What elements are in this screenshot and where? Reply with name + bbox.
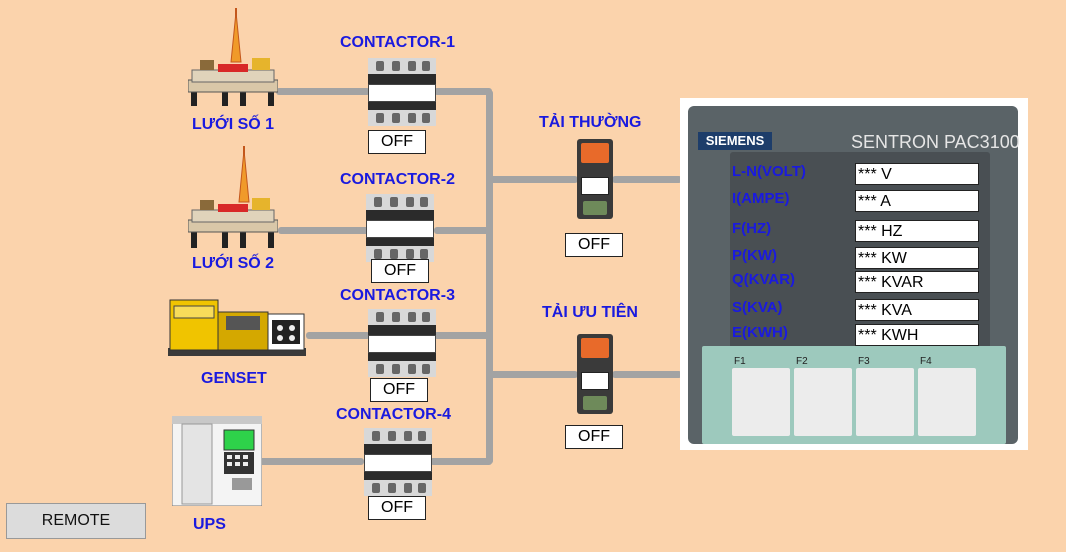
meter-value-reactive-power: *** KVAR [855, 271, 979, 293]
f2-key-label: F2 [796, 356, 808, 367]
contactor-3[interactable] [368, 309, 436, 377]
meter-model: SENTRON PAC3100 [851, 132, 1020, 152]
contactor-window [366, 220, 434, 238]
meter-value-apparent-power: *** KVA [855, 299, 979, 321]
oil-rig-icon[interactable] [187, 8, 279, 108]
contactor-1-title: CONTACTOR-1 [340, 34, 455, 51]
contactor-window [368, 335, 436, 353]
contactor-window [368, 84, 436, 102]
meter-keypad: F1 F2 F3 F4 [702, 346, 1006, 444]
wire-source-1 [276, 88, 370, 95]
wire-source-4 [258, 458, 364, 465]
contactor-terminals [364, 480, 432, 496]
contactor-window [364, 454, 432, 472]
f3-key[interactable] [856, 368, 914, 436]
contactor-1-status: OFF [368, 130, 426, 154]
power-meter: SIEMENS SENTRON PAC3100 F1 F2 F3 F4 L-N(… [680, 98, 1028, 450]
meter-label-frequency: F(HZ) [732, 220, 772, 237]
oil-rig-icon[interactable] [187, 146, 279, 250]
contactor-terminals [368, 110, 436, 126]
wire-contactor-3-bus [434, 332, 492, 339]
relay-base [583, 201, 607, 215]
f4-key[interactable] [918, 368, 976, 436]
wire-source-3 [306, 332, 370, 339]
meter-label-reactive-power: Q(KVAR) [732, 271, 796, 288]
contactor-4[interactable] [364, 428, 432, 496]
f4-key-label: F4 [920, 356, 932, 367]
meter-value-energy: *** KWH [855, 324, 979, 346]
contactor-4-status: OFF [368, 496, 426, 520]
relay-cap [581, 338, 609, 358]
wire-load-2-meter [612, 371, 682, 378]
wire-source-2 [278, 227, 370, 234]
generator-icon[interactable] [168, 298, 308, 356]
meter-brand: SIEMENS [698, 132, 772, 150]
wire-bus-load-2 [490, 371, 578, 378]
contactor-terminals [366, 246, 434, 262]
relay-window [581, 177, 609, 195]
wire-contactor-4-bus [430, 458, 492, 465]
relay-cap [581, 143, 609, 163]
contactor-2[interactable] [366, 194, 434, 262]
contactor-3-status: OFF [370, 378, 428, 402]
wire-bus-load-1 [490, 176, 578, 183]
contactor-2-status: OFF [371, 259, 429, 283]
f3-key-label: F3 [858, 356, 870, 367]
wire-load-1-meter [612, 176, 682, 183]
meter-label-current: I(AMPE) [732, 190, 790, 207]
source-label-1: LƯỚI SỐ 1 [192, 116, 275, 133]
contactor-terminals [366, 194, 434, 210]
load-2-relay[interactable] [577, 334, 613, 414]
load-2-status: OFF [565, 425, 623, 449]
relay-base [583, 396, 607, 410]
f2-key[interactable] [794, 368, 852, 436]
f1-key-label: F1 [734, 356, 746, 367]
source-label-3: GENSET [201, 370, 267, 387]
load-1-relay[interactable] [577, 139, 613, 219]
meter-label-active-power: P(KW) [732, 247, 777, 264]
source-label-4: UPS [193, 516, 226, 533]
meter-value-current: *** A [855, 190, 979, 212]
load-2-title: TẢI ƯU TIÊN [542, 304, 638, 321]
wire-contactor-2-bus [434, 227, 492, 234]
contactor-terminals [368, 361, 436, 377]
remote-button[interactable]: REMOTE [6, 503, 146, 539]
meter-label-voltage: L-N(VOLT) [732, 163, 806, 180]
contactor-terminals [368, 309, 436, 325]
meter-label-apparent-power: S(KVA) [732, 299, 783, 316]
contactor-2-title: CONTACTOR-2 [340, 171, 455, 188]
meter-value-active-power: *** KW [855, 247, 979, 269]
relay-window [581, 372, 609, 390]
contactor-terminals [368, 58, 436, 74]
meter-label-energy: E(KWH) [732, 324, 788, 341]
meter-value-frequency: *** HZ [855, 220, 979, 242]
f1-key[interactable] [732, 368, 790, 436]
load-1-status: OFF [565, 233, 623, 257]
ups-icon[interactable] [171, 415, 263, 507]
contactor-3-title: CONTACTOR-3 [340, 287, 455, 304]
contactor-terminals [364, 428, 432, 444]
contactor-1[interactable] [368, 58, 436, 126]
source-label-2: LƯỚI SỐ 2 [192, 255, 275, 272]
meter-value-voltage: *** V [855, 163, 979, 185]
contactor-4-title: CONTACTOR-4 [336, 406, 451, 423]
wire-contactor-1-bus [434, 88, 492, 95]
bus-vertical [486, 90, 493, 464]
load-1-title: TẢI THƯỜNG [539, 114, 642, 131]
